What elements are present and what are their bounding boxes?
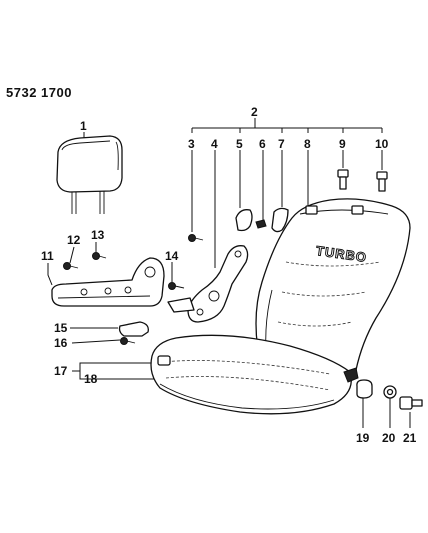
callout-18: 18 <box>84 372 98 386</box>
callout-1: 1 <box>80 119 87 133</box>
callout-6: 6 <box>259 137 266 151</box>
callout-19: 19 <box>356 431 370 445</box>
callout-14: 14 <box>165 249 179 263</box>
bolts <box>63 169 388 345</box>
seat-stamp: TURBO <box>315 243 368 265</box>
callout-13: 13 <box>91 228 105 242</box>
callout-8: 8 <box>304 137 311 151</box>
callout-9: 9 <box>339 137 346 151</box>
seat-side-bracket <box>51 257 165 307</box>
callout-2: 2 <box>251 105 258 119</box>
callout-17: 17 <box>54 364 68 378</box>
trim-covers <box>235 207 289 233</box>
seat-back <box>255 198 411 381</box>
callout-3: 3 <box>188 137 195 151</box>
callout-labels: 1 2 3 4 5 6 7 8 9 10 11 12 13 14 15 16 1… <box>41 105 417 445</box>
pivot-hardware <box>343 367 423 410</box>
callout-2-bracket <box>191 118 383 133</box>
lever <box>118 321 149 337</box>
seat-cushion <box>150 334 352 415</box>
callout-20: 20 <box>382 431 396 445</box>
callout-15: 15 <box>54 321 68 335</box>
callout-7: 7 <box>278 137 285 151</box>
recliner-mechanism <box>167 245 249 323</box>
callout-11: 11 <box>41 249 54 263</box>
callout-4: 4 <box>211 137 218 151</box>
diagram-code: 5732 1700 <box>6 85 72 100</box>
callout-21: 21 <box>403 431 417 445</box>
callout-5: 5 <box>236 137 243 151</box>
callout-12: 12 <box>67 233 81 247</box>
callout-10: 10 <box>375 137 389 151</box>
headrest <box>56 135 123 214</box>
leader-lines <box>47 132 411 428</box>
callout-16: 16 <box>54 336 68 350</box>
